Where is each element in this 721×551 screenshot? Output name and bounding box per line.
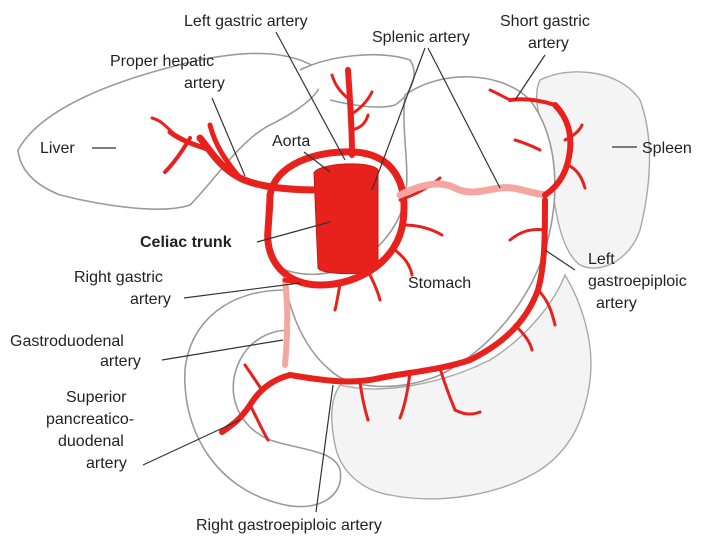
short-gastric-branch-4 — [566, 163, 587, 190]
left-gastroepiploic-branch-1 — [508, 228, 547, 242]
label-proper-hepatic-2: artery — [184, 75, 225, 92]
leader-right-gastric — [183, 282, 301, 299]
label-short-gastric-2: artery — [528, 35, 569, 52]
ring-branch-2 — [401, 223, 444, 237]
right-gastroepiploic-branch-3 — [358, 380, 370, 422]
left-gastric-branch-a — [330, 73, 352, 102]
label-celiac-trunk: Celiac trunk — [140, 234, 232, 251]
short-gastric-branch-2 — [488, 88, 512, 102]
label-spleen: Spleen — [642, 140, 692, 157]
left-gastroepiploic-branch-2 — [536, 288, 557, 327]
left-gastric-artery — [345, 67, 355, 158]
leader-left-gastroepiploic — [544, 249, 576, 271]
label-proper-hepatic-1: Proper hepatic — [110, 53, 214, 70]
splenic-to-spleen — [542, 102, 574, 198]
right-gastroepiploic-branch-1 — [438, 366, 457, 412]
label-right-gastric-1: Right gastric — [74, 269, 163, 286]
ring-branch-3 — [393, 248, 414, 277]
aorta-shape — [313, 163, 379, 275]
lesser-curvature-arterial-ring — [264, 148, 408, 289]
short-gastric-branch-5 — [513, 138, 542, 152]
label-sup-pancreatico-2: pancreatico- — [46, 411, 134, 428]
leader-left-gastric — [275, 31, 346, 161]
pancreas-omentum-shape — [331, 273, 592, 500]
labels: Left gastric artery Short gastric artery… — [10, 13, 692, 534]
left-gastric-branch-c — [349, 113, 370, 132]
label-sup-pancreatico-1: Superior — [66, 389, 127, 406]
arteries — [150, 67, 587, 442]
label-right-gastric-2: artery — [130, 291, 171, 308]
leader-splenic-1 — [371, 47, 426, 191]
label-left-gastric: Left gastric artery — [184, 13, 308, 30]
spd-branch-2 — [243, 363, 264, 392]
label-gastroduodenal-2: artery — [100, 353, 141, 370]
leader-celiac — [256, 221, 331, 243]
splenic-artery-path — [396, 180, 549, 199]
leader-proper-hepatic — [211, 97, 246, 177]
left-gastric-branch-b — [348, 90, 374, 117]
short-gastric-branch-3 — [563, 123, 584, 142]
leader-right-gastroepiploic — [315, 384, 334, 513]
label-left-gastroepiploic-1: Left — [588, 251, 615, 268]
label-sup-pancreatico-3: duodenal — [58, 433, 124, 450]
liver-lobe-fold — [299, 54, 415, 108]
proper-hepatic-branch-1 — [207, 122, 243, 181]
short-gastric-branch-1 — [508, 97, 557, 107]
ring-branch-1 — [398, 176, 442, 202]
label-left-gastroepiploic-2: gastroepiploic — [588, 273, 687, 290]
leader-splenic-2 — [427, 47, 501, 189]
label-gastroduodenal-1: Gastroduodenal — [10, 333, 124, 350]
proper-hepatic-branch-4 — [150, 116, 177, 137]
label-sup-pancreatico-4: artery — [86, 455, 127, 472]
ring-branch-5 — [333, 282, 342, 312]
duodenum-shape — [184, 289, 342, 508]
label-liver: Liver — [40, 140, 75, 157]
spd-branch-1 — [248, 403, 270, 442]
leader-gastroduodenal — [161, 339, 284, 361]
label-splenic: Splenic artery — [372, 29, 470, 46]
label-stomach: Stomach — [408, 275, 471, 292]
leader-short-gastric — [514, 54, 546, 101]
label-right-gastroepiploic: Right gastroepiploic artery — [196, 517, 382, 534]
leader-aorta — [303, 151, 331, 173]
right-gastric-artery-path — [282, 277, 323, 288]
gastroduodenal-artery-path — [282, 277, 291, 368]
label-aorta: Aorta — [272, 133, 310, 150]
right-gastroepiploic-artery — [287, 357, 473, 385]
leader-sup-pancreatico — [142, 419, 241, 466]
stomach-shape — [284, 76, 556, 388]
label-short-gastric-1: Short gastric — [500, 13, 590, 30]
ring-branch-4 — [368, 273, 382, 302]
right-gastroepiploic-branch-2 — [398, 370, 412, 420]
right-gastroepiploic-branch-4 — [453, 408, 482, 416]
label-left-gastroepiploic-3: artery — [596, 295, 637, 312]
leader-lines — [92, 31, 637, 513]
proper-hepatic-branch-3 — [163, 136, 192, 174]
left-gastroepiploic-branch-3 — [513, 323, 534, 352]
